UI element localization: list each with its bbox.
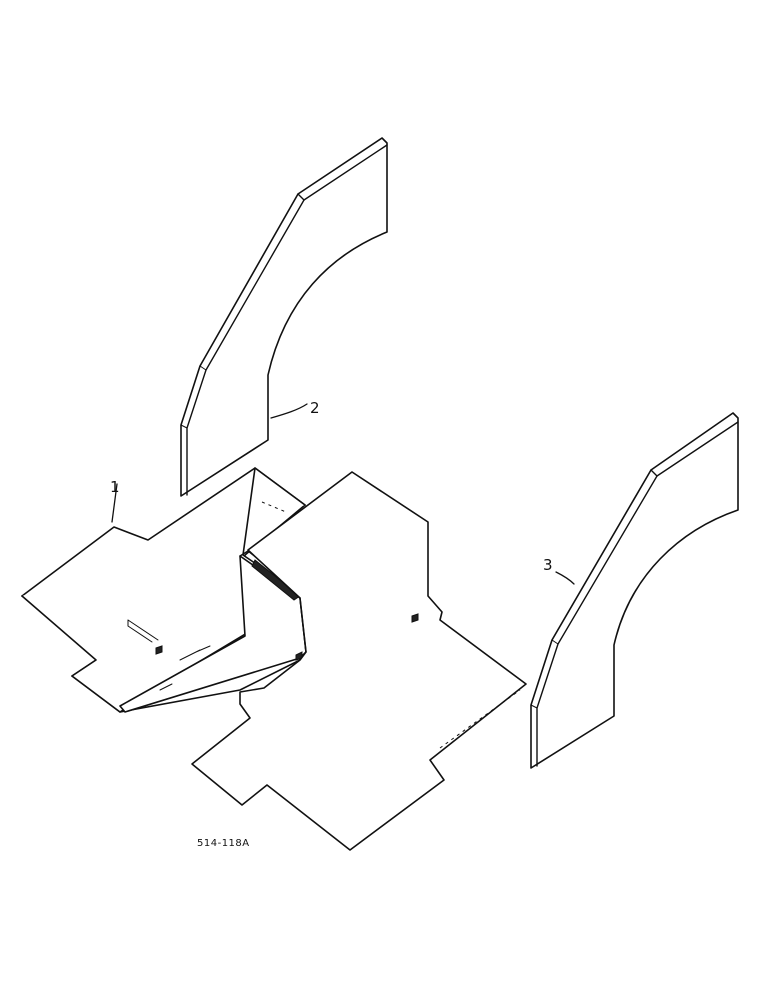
floor-mat-1	[21, 467, 527, 851]
callout-1: 1	[110, 478, 120, 523]
callout-label-2: 2	[310, 399, 320, 417]
callout-label-3: 3	[543, 556, 553, 574]
callout-2: 2	[270, 399, 320, 419]
figure-reference: 514-118A	[197, 838, 250, 849]
fender-panel-3	[530, 412, 739, 769]
callout-label-1: 1	[110, 478, 120, 496]
fender-panel-2	[180, 137, 388, 497]
callout-3: 3	[543, 556, 575, 585]
